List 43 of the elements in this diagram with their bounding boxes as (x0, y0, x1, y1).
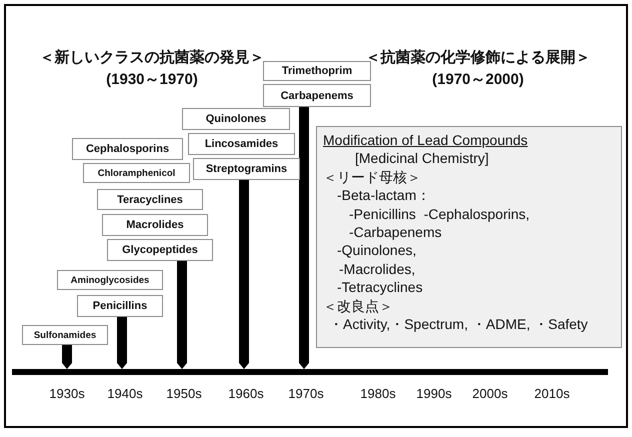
decade-label: 1970s (288, 386, 324, 401)
class-label-box: Lincosamides (188, 133, 295, 155)
class-label-box: Macrolides (102, 214, 208, 236)
decade-label: 1990s (416, 386, 452, 401)
section-heading: ＜新しいクラスの抗菌薬の発見＞ (40, 48, 264, 67)
section-heading: (1970～2000) (432, 70, 524, 89)
class-label-box: Glycopeptides (107, 239, 213, 261)
panel-text: ・Activity,・Spectrum, ・ADME, ・Safety (328, 315, 589, 334)
decade-label: 1940s (107, 386, 143, 401)
panel-text: -Carbapenems (348, 223, 443, 242)
class-label-box: Trimethoprim (263, 61, 371, 81)
decade-label: 2010s (534, 386, 570, 401)
class-label-box: Aminoglycosides (57, 270, 163, 290)
class-label-box: Penicillins (77, 295, 163, 317)
arrow (177, 261, 187, 369)
decade-label: 1980s (360, 386, 396, 401)
panel-text: -Penicillins -Cephalosporins, (348, 204, 531, 224)
class-label-box: Chloramphenicol (83, 163, 190, 183)
arrow (62, 345, 72, 369)
info-panel (316, 126, 622, 348)
panel-text: -Tetracyclines (336, 278, 424, 297)
arrow (299, 107, 309, 369)
class-label-box: Teracyclines (97, 189, 203, 210)
panel-text: -Quinolones, (336, 241, 418, 260)
class-label-box: Streptogramins (193, 158, 300, 180)
class-label-box: Quinolones (182, 108, 290, 130)
panel-text: ＜リード母核＞ (323, 168, 422, 186)
panel-text: -Macrolides, (338, 260, 416, 278)
arrow (117, 317, 127, 369)
panel-text: [Medicinal Chemistry] (354, 149, 490, 168)
decade-label: 1930s (49, 386, 85, 401)
section-heading: (1930～1970) (106, 70, 198, 89)
panel-text: -Beta-lactam： (336, 186, 432, 205)
panel-heading: Modification of Lead Compounds (323, 131, 529, 150)
class-label-box: Cephalosporins (72, 138, 183, 160)
arrow (239, 180, 249, 369)
decade-label: 1960s (228, 386, 264, 401)
decade-label: 1950s (166, 386, 202, 401)
class-label-box: Carbapenems (263, 84, 371, 107)
class-label-box: Sulfonamides (22, 325, 108, 345)
timeline-bar (12, 369, 608, 375)
decade-label: 2000s (472, 386, 508, 401)
panel-text: ＜改良点＞ (323, 296, 394, 316)
